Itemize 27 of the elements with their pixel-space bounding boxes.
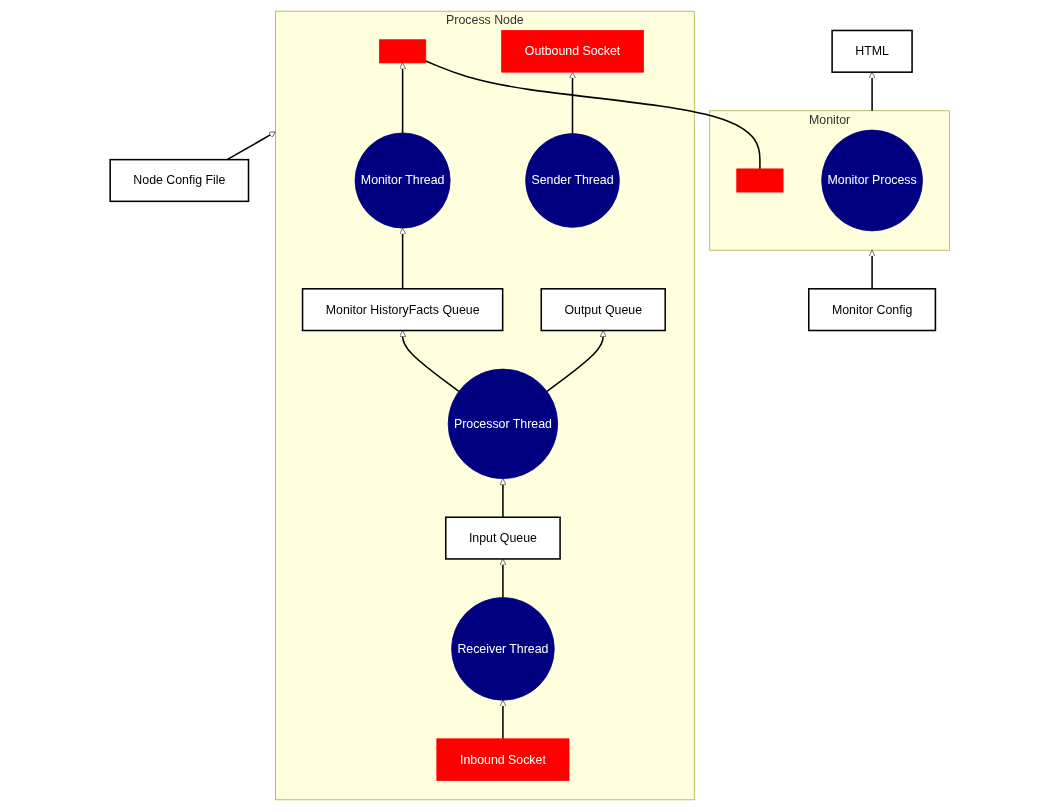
arrow: [499, 558, 506, 599]
arrow: [545, 330, 607, 393]
arrow: [499, 478, 506, 518]
node-box: Node Config File: [109, 158, 249, 203]
arrow: [398, 227, 406, 290]
arrow: [568, 71, 576, 135]
node-box: HTML: [831, 29, 913, 73]
node-box: Input Queue: [444, 516, 561, 560]
arrow: [868, 71, 876, 112]
node-box: Inbound Socket: [436, 738, 570, 781]
node-box: Monitor Config: [807, 288, 936, 332]
connector: [424, 60, 761, 170]
node-box: Output Queue: [540, 288, 666, 332]
node-bar: [736, 168, 784, 193]
arrow: [398, 62, 406, 134]
node-circle: Monitor Thread: [354, 132, 451, 229]
node-bar: [378, 39, 426, 64]
arrow: [226, 131, 276, 161]
node-box: Outbound Socket: [500, 30, 644, 73]
arrow: [868, 249, 876, 290]
arrow: [499, 699, 506, 740]
node-circle: Monitor Process: [820, 129, 923, 232]
node-circle: Processor Thread: [447, 368, 558, 480]
node-circle: Sender Thread: [524, 133, 620, 228]
node-circle: Receiver Thread: [450, 597, 555, 701]
arrow: [398, 330, 460, 393]
node-box: Monitor HistoryFacts Queue: [301, 288, 504, 332]
